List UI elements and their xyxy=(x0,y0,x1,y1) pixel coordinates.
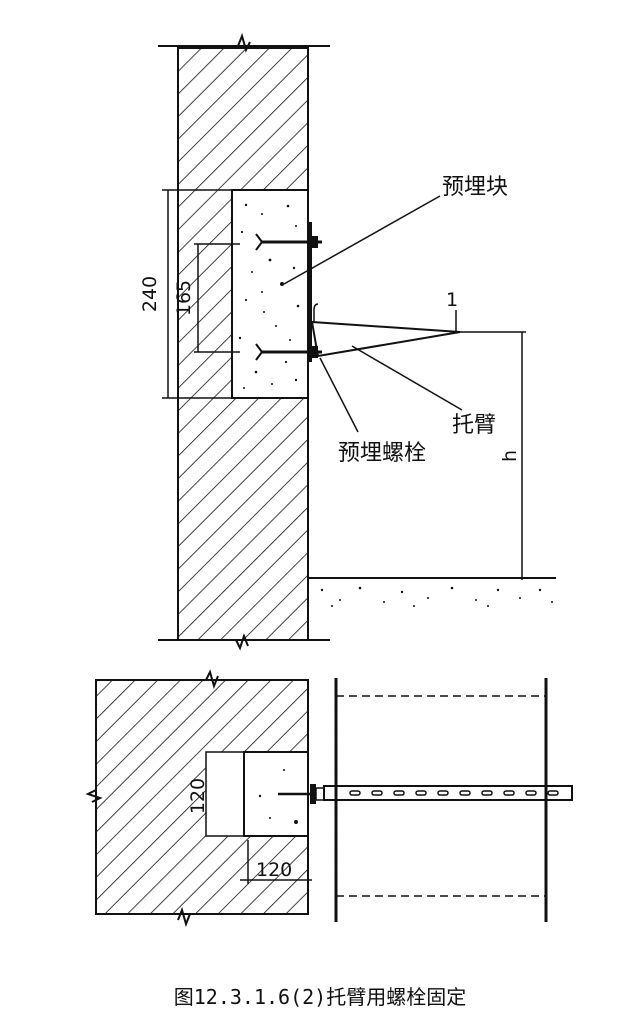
concrete-speckle xyxy=(238,203,300,389)
slope-mark-label: 1 xyxy=(446,289,458,311)
plan-bracket-slots xyxy=(349,790,559,796)
plan-block-speckle xyxy=(258,769,298,824)
leader-embedded-bolt xyxy=(319,357,359,433)
plan-recess xyxy=(205,751,245,837)
leader-bracket-arm xyxy=(351,345,463,411)
plan-dimension-width xyxy=(240,840,312,884)
label-embedded-bolt: 预埋螺栓 xyxy=(338,441,426,466)
plan-left-break-mark xyxy=(85,789,103,803)
figure-caption: 图12.3.1.6(2)托臂用螺栓固定 xyxy=(174,985,466,1009)
embedded-bolt-upper xyxy=(255,233,322,251)
label-bracket-arm: 托臂 xyxy=(452,413,496,438)
plan-bolt-nut xyxy=(310,784,316,804)
wall-top-break-mark xyxy=(237,32,251,53)
bracket-arm xyxy=(310,320,461,358)
embedded-block xyxy=(231,189,309,399)
leader-embedded-block xyxy=(283,195,441,285)
embedded-bolt-lower xyxy=(255,343,322,361)
floor-speckle xyxy=(320,586,553,607)
dimension-label-h: h xyxy=(499,450,521,462)
arm-tick-mark xyxy=(313,303,319,322)
plan-washer xyxy=(315,787,325,801)
anchor-plate xyxy=(307,222,312,362)
plan-dimension-label-depth: 120 xyxy=(187,778,209,814)
plan-dimension-label-width: 120 xyxy=(256,859,292,881)
label-embedded-block: 预埋块 xyxy=(442,175,508,200)
cable-tray-outline xyxy=(334,678,548,922)
plan-view: 120 120 xyxy=(85,669,573,928)
dimension-label-240: 240 xyxy=(139,276,161,312)
plan-top-break-mark xyxy=(205,669,219,690)
elevation-view: 240 165 1 h xyxy=(139,32,556,651)
wall-bottom-break-mark xyxy=(235,633,249,651)
dimension-240 xyxy=(162,189,232,399)
dimension-label-165: 165 xyxy=(173,280,195,316)
dimension-165 xyxy=(194,243,240,353)
plan-bottom-break-mark xyxy=(177,906,191,928)
